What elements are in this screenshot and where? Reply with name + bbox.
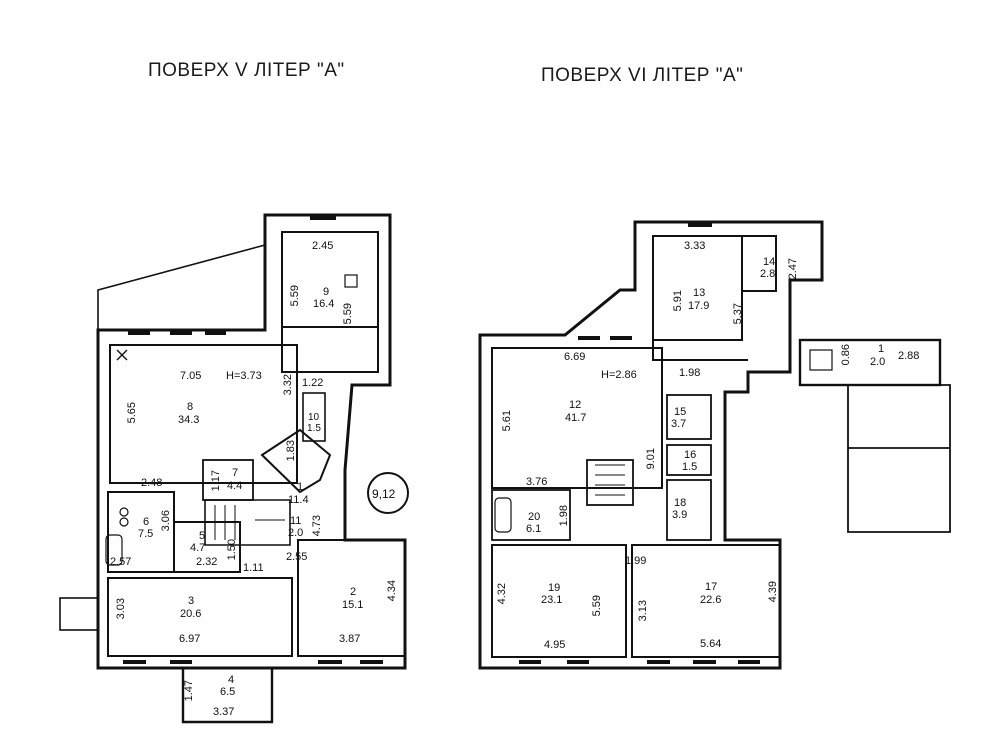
- floor-6-title: ПОВЕРХ VI ЛІТЕР "А": [541, 65, 744, 86]
- floor-5-title: ПОВЕРХ V ЛІТЕР "А": [148, 60, 345, 81]
- floor-5-plan: [59, 213, 409, 724]
- floor-6-plan: [478, 220, 951, 670]
